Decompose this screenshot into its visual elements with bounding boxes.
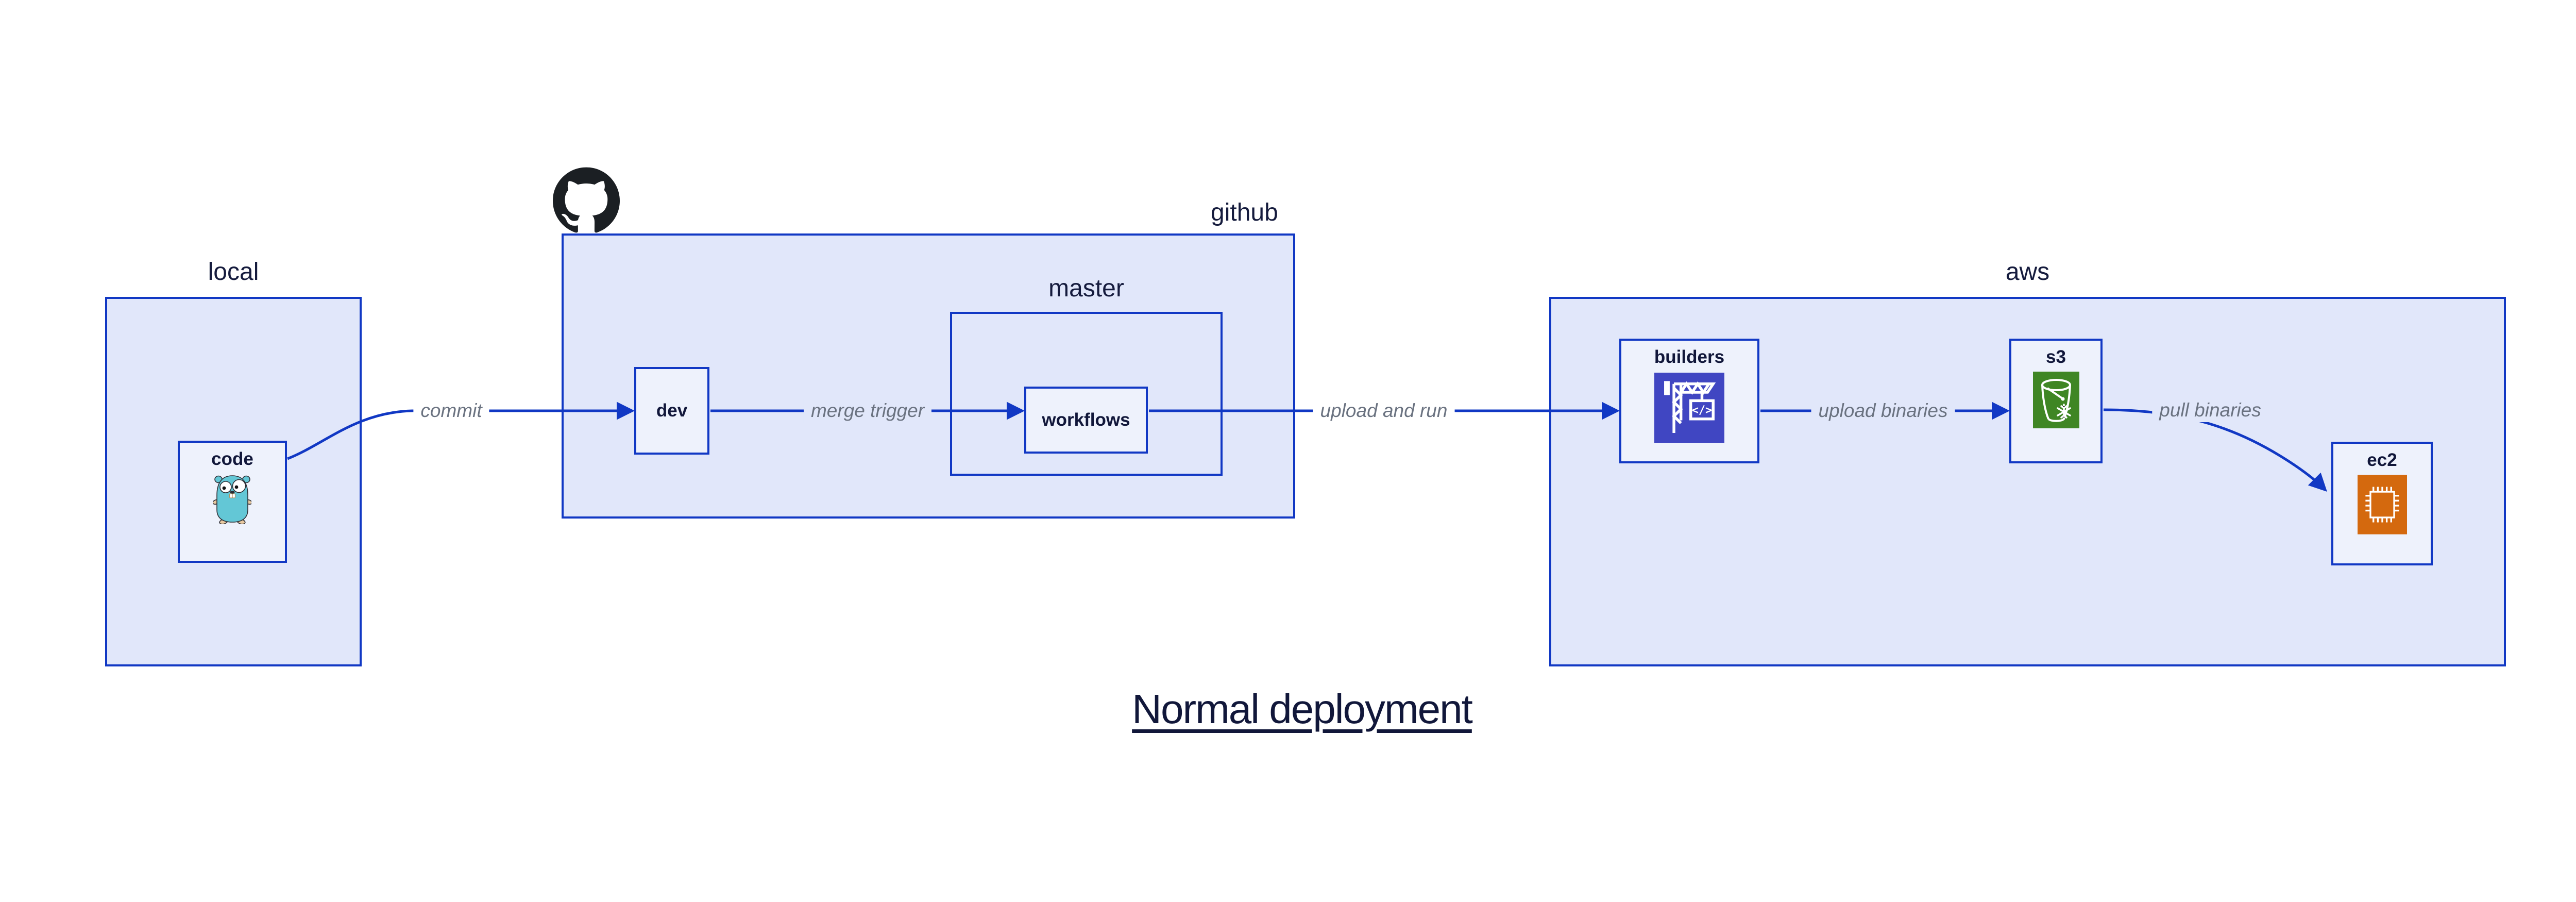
edge-label-upload-binaries: upload binaries — [1811, 399, 1955, 423]
container-label-aws: aws — [2005, 258, 2050, 286]
node-label-s3: s3 — [2046, 347, 2066, 367]
ec2-chip-icon — [2357, 475, 2407, 534]
node-workflows: workflows — [1024, 387, 1148, 454]
edge-label-pull-binaries: pull binaries — [2152, 398, 2268, 422]
node-label-dev: dev — [656, 400, 688, 421]
container-label-local: local — [208, 258, 259, 286]
node-label-code: code — [211, 449, 253, 469]
svg-text:</>: </> — [1692, 404, 1712, 417]
node-builders: builders </> — [1619, 339, 1759, 463]
node-dev: dev — [634, 367, 709, 455]
edge-commit — [287, 402, 635, 460]
edge-label-commit: commit — [413, 399, 489, 423]
node-label-workflows: workflows — [1042, 410, 1130, 430]
node-code: code — [178, 441, 287, 563]
node-s3: s3 — [2009, 339, 2103, 463]
node-label-builders: builders — [1654, 347, 1725, 367]
go-gopher-icon — [213, 475, 251, 524]
diagram-title: Normal deployment — [0, 686, 2576, 733]
node-ec2: ec2 — [2331, 442, 2433, 565]
edge-label-upload-and-run: upload and run — [1313, 399, 1455, 423]
github-octocat-icon — [553, 167, 620, 233]
diagram-title-text: Normal deployment — [1132, 686, 1473, 732]
codebuild-crane-icon: </> — [1654, 373, 1724, 443]
node-label-ec2: ec2 — [2367, 450, 2397, 470]
edge-label-merge-trigger: merge trigger — [803, 399, 932, 423]
container-label-master: master — [1048, 275, 1124, 302]
s3-glacier-bucket-icon — [2032, 372, 2079, 428]
container-label-github: github — [1211, 199, 1278, 226]
